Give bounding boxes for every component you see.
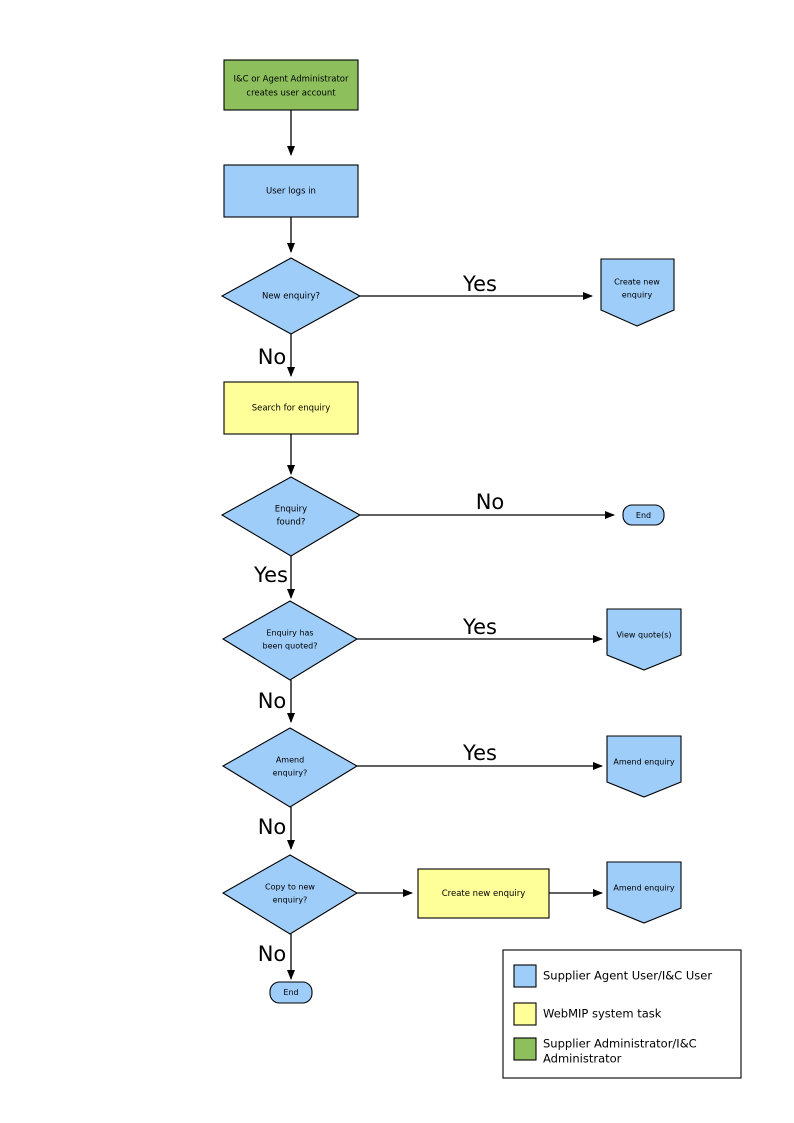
edge-label-enquiry-found-no: No xyxy=(476,490,505,514)
amend-enquiry-manual-2-shape[interactable] xyxy=(606,861,682,924)
enquiry-quoted-decision-label-1: Enquiry has xyxy=(266,629,313,638)
node-user-logs-in[interactable]: User logs in xyxy=(223,164,359,218)
enquiry-found-decision-label-2: found? xyxy=(277,518,306,528)
edge-label-new-enquiry-no: No xyxy=(258,345,287,369)
node-new-enquiry-decision[interactable]: New enquiry? xyxy=(220,257,362,335)
edge-label-quoted-no: No xyxy=(258,689,287,713)
enquiry-found-decision-label-1: Enquiry xyxy=(275,505,307,515)
search-for-enquiry-label: Search for enquiry xyxy=(252,404,331,414)
create-new-enquiry-system-label: Create new enquiry xyxy=(442,889,526,899)
amend-enquiry-manual-label: Amend enquiry xyxy=(613,758,675,767)
end-bottom-shape[interactable] xyxy=(269,981,313,1004)
edge-label-quoted-yes: Yes xyxy=(462,615,497,639)
copy-to-new-enquiry-decision-label-2: enquiry? xyxy=(273,896,308,905)
edge-label-new-enquiry-yes: Yes xyxy=(462,272,497,296)
create-new-enquiry-manual-label-2: enquiry xyxy=(622,291,653,300)
node-amend-enquiry-decision[interactable]: Amend enquiry? xyxy=(221,727,359,808)
new-enquiry-decision-label: New enquiry? xyxy=(262,292,320,302)
node-enquiry-quoted-decision[interactable]: Enquiry has been quoted? xyxy=(221,600,359,681)
node-view-quotes[interactable]: View quote(s) xyxy=(606,608,682,671)
end-top-shape[interactable] xyxy=(622,504,665,526)
new-enquiry-decision-shape[interactable] xyxy=(220,257,362,335)
node-copy-to-new-enquiry-decision[interactable]: Copy to new enquiry? xyxy=(221,854,359,935)
legend-item-admin: Supplier Administrator/I&C Administrator xyxy=(513,1037,697,1066)
enquiry-found-decision-shape[interactable] xyxy=(220,476,362,557)
legend-label-user: Supplier Agent User/I&C User xyxy=(543,969,712,983)
view-quotes-label: View quote(s) xyxy=(616,631,671,640)
end-top-label: End xyxy=(636,511,651,520)
node-search-for-enquiry[interactable]: Search for enquiry xyxy=(223,381,359,435)
node-end-top[interactable]: End xyxy=(622,504,665,526)
legend: Supplier Agent User/I&C User WebMIP syst… xyxy=(502,949,742,1079)
amend-enquiry-decision-shape[interactable] xyxy=(221,727,359,808)
copy-to-new-enquiry-decision-label-1: Copy to new xyxy=(265,883,315,892)
node-amend-enquiry-manual[interactable]: Amend enquiry xyxy=(606,735,682,798)
enquiry-quoted-decision-shape[interactable] xyxy=(221,600,359,681)
user-logs-in-label: User logs in xyxy=(266,187,316,197)
node-admin-creates-account[interactable]: I&C or Agent Administrator creates user … xyxy=(223,59,359,111)
amend-enquiry-manual-2-label: Amend enquiry xyxy=(613,884,675,893)
create-new-enquiry-manual-label-1: Create new xyxy=(614,278,660,287)
edge-label-copy-no: No xyxy=(258,942,287,966)
edge-label-amend-no: No xyxy=(258,815,287,839)
node-create-new-enquiry-manual[interactable]: Create new enquiry xyxy=(600,258,675,327)
amend-enquiry-decision-label-2: enquiry? xyxy=(273,769,308,778)
admin-creates-account-shape[interactable] xyxy=(223,59,359,111)
legend-item-user: Supplier Agent User/I&C User xyxy=(513,964,712,988)
user-logs-in-shape[interactable] xyxy=(223,164,359,218)
amend-enquiry-manual-shape[interactable] xyxy=(606,735,682,798)
legend-swatch-user-blue xyxy=(513,964,537,988)
legend-label-admin-1: Supplier Administrator/I&C xyxy=(543,1037,697,1051)
connectors xyxy=(287,110,615,980)
copy-to-new-enquiry-decision-shape[interactable] xyxy=(221,854,359,935)
legend-label-system: WebMIP system task xyxy=(543,1007,662,1021)
enquiry-quoted-decision-label-2: been quoted? xyxy=(263,642,318,651)
end-bottom-label: End xyxy=(283,988,298,997)
admin-creates-account-label-2: creates user account xyxy=(246,89,336,99)
node-enquiry-found-decision[interactable]: Enquiry found? xyxy=(220,476,362,557)
admin-creates-account-label-1: I&C or Agent Administrator xyxy=(234,75,349,85)
view-quotes-shape[interactable] xyxy=(606,608,682,671)
legend-box xyxy=(502,949,742,1079)
edge-label-enquiry-found-yes: Yes xyxy=(253,563,288,587)
edge-label-amend-yes: Yes xyxy=(462,741,497,765)
create-new-enquiry-manual-shape[interactable] xyxy=(600,258,675,327)
create-new-enquiry-system-shape[interactable] xyxy=(417,868,550,919)
legend-label-admin-2: Administrator xyxy=(543,1052,622,1066)
legend-swatch-system-yellow xyxy=(513,1002,537,1026)
node-end-bottom[interactable]: End xyxy=(269,981,313,1004)
legend-swatch-admin-green xyxy=(513,1037,537,1061)
node-create-new-enquiry-system[interactable]: Create new enquiry xyxy=(417,868,550,919)
amend-enquiry-decision-label-1: Amend xyxy=(276,756,304,765)
node-amend-enquiry-manual-2[interactable]: Amend enquiry xyxy=(606,861,682,924)
search-for-enquiry-shape[interactable] xyxy=(223,381,359,435)
legend-item-system: WebMIP system task xyxy=(513,1002,662,1026)
